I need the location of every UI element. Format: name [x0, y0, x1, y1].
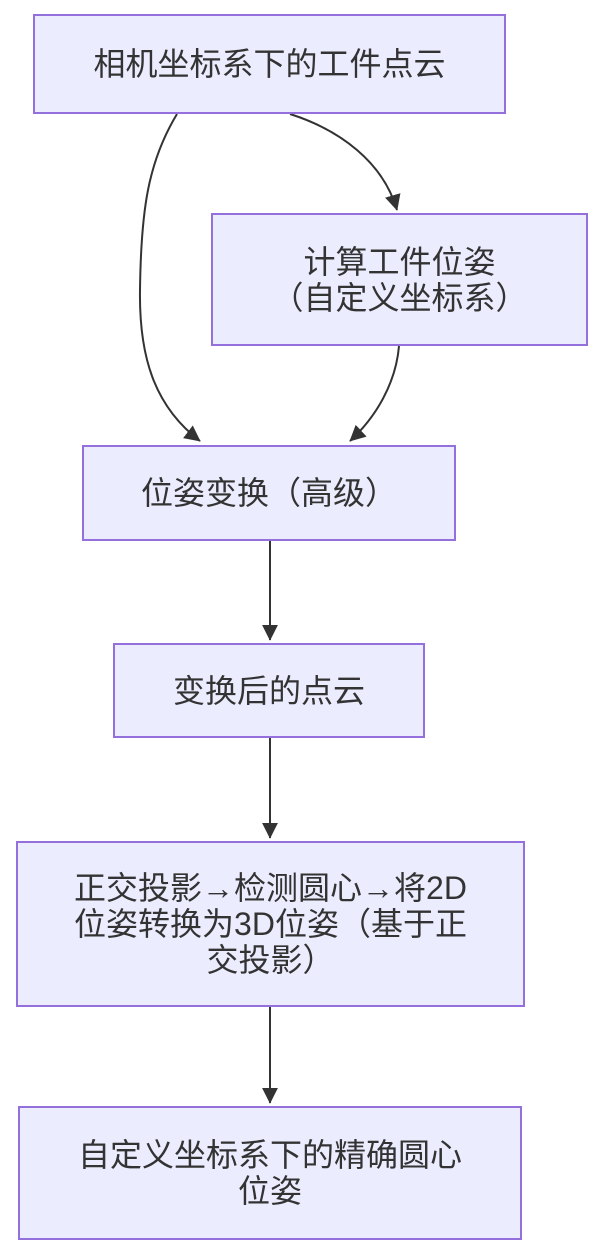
node-label: 位姿变换（高级） [140, 475, 397, 511]
node-label: 计算工件位姿 [303, 243, 496, 280]
node-pose-transform-advanced: 位姿变换（高级） [82, 445, 456, 541]
edge-camera-to-compute-pose [289, 113, 401, 211]
edge-compute-pose-to-transform [349, 345, 400, 442]
edge-camera-to-transform [138, 113, 201, 442]
node-label: 变换后的点云 [172, 672, 365, 709]
node-label: 相机坐标系下的工件点云 [93, 46, 446, 82]
node-label: 位姿转换为3D位姿（基于正 [74, 906, 467, 942]
node-compute-workpiece-pose: 计算工件位姿 （自定义坐标系） [211, 213, 588, 346]
node-camera-pointcloud: 相机坐标系下的工件点云 [33, 14, 506, 114]
node-label: 交投影） [206, 942, 335, 978]
node-label: （自定义坐标系） [271, 279, 528, 316]
node-label: 自定义坐标系下的精确圆心 [77, 1137, 462, 1173]
node-label: 正交投影→检测圆心→将2D [74, 870, 467, 906]
node-ortho-projection-detect-center: 正交投影→检测圆心→将2D 位姿转换为3D位姿（基于正 交投影） [16, 841, 525, 1007]
node-transformed-pointcloud: 变换后的点云 [113, 643, 425, 738]
node-final-circle-center-pose: 自定义坐标系下的精确圆心 位姿 [18, 1106, 522, 1240]
node-label: 位姿 [237, 1173, 302, 1209]
